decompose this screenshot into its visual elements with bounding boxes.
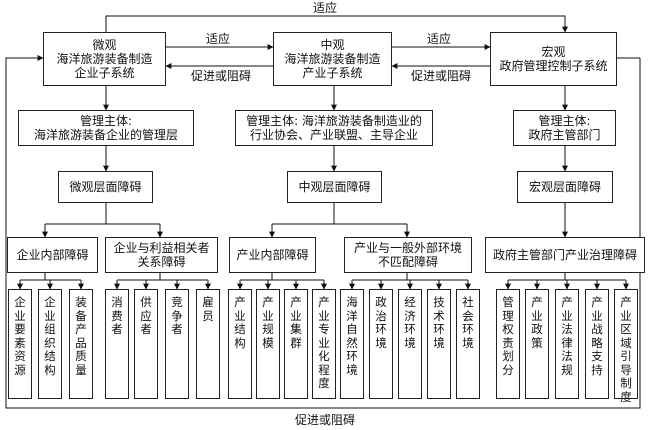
adapt-right-label: 适应 [427,32,452,46]
promote-left-label: 促进或阻碍 [191,69,252,83]
leaf-text: 产 业 法 律 法 规 [561,295,573,377]
leaf-text: 产 业 专 业 化 程 度 [318,295,330,390]
leaf-text: 海 洋 自 然 环 境 [346,295,358,377]
leaf-text: 消 费 者 [111,295,123,336]
leaf-text: 社 会 环 境 [462,295,474,350]
meso-subject-box: 管理主体: 海洋旅游装备制造业的 行业协会、产业联盟、主导企业 [235,110,433,146]
leaf-box: 装 备 产 品 质 量 [69,289,93,399]
leaf-text: 竞 争 者 [171,295,183,336]
micro-barrier-box: 微观层面障碍 [58,171,153,203]
leaf-text: 装 备 产 品 质 量 [75,295,87,377]
leaf-text: 管 理 权 责 划 分 [502,295,514,377]
leaf-text: 经 济 环 境 [404,295,416,350]
leaf-box: 产 业 法 律 法 规 [555,289,579,399]
leaf-box: 消 费 者 [105,289,129,399]
leaf-box: 产 业 集 群 [284,289,308,399]
leaf-box: 经 济 环 境 [398,289,422,399]
macro-subsystem-box: 宏观 政府管理控制子系统 [490,32,617,86]
micro-subsystem-box: 微观 海洋旅游装备制造 企业子系统 [43,32,166,86]
macro-subject-box: 管理主体: 政府主管部门 [513,110,616,146]
leaf-box: 产 业 政 策 [525,289,549,399]
leaf-box: 供 应 者 [134,289,158,399]
promote-right-label: 促进或阻碍 [411,69,472,83]
leaf-box: 竞 争 者 [165,289,189,399]
leaf-text: 企 业 要 素 资 源 [14,295,26,377]
external-env-barrier-box: 产业与一般外部环境 不匹配障碍 [344,237,472,273]
micro-subject-box: 管理主体: 海洋旅游装备企业的管理层 [18,110,194,146]
industry-internal-barrier-box: 产业内部障碍 [229,237,316,273]
leaf-box: 企 业 要 素 资 源 [8,289,32,399]
leaf-text: 产 业 战 略 支 持 [591,295,603,377]
leaf-text: 企 业 组 织 结 构 [44,295,56,377]
leaf-box: 产 业 专 业 化 程 度 [312,289,336,399]
leaf-text: 产 业 政 策 [531,295,543,350]
meso-barrier-box: 中观层面障碍 [287,171,382,203]
leaf-text: 产 业 集 群 [290,295,302,350]
bottom-promote-label: 促进或阻碍 [295,413,356,427]
leaf-box: 产 业 结 构 [228,289,252,399]
leaf-box: 社 会 环 境 [456,289,480,399]
leaf-box: 产 业 区 域 引 导 制 度 [614,289,638,403]
stakeholder-barrier-box: 企业与利益相关者 关系障碍 [105,237,218,273]
leaf-text: 产 业 区 域 引 导 制 度 [620,295,632,404]
leaf-text: 雇 员 [202,295,214,323]
leaf-box: 海 洋 自 然 环 境 [340,289,364,399]
leaf-box: 管 理 权 责 划 分 [496,289,520,399]
meso-subsystem-box: 中观 海洋旅游装备制造 产业子系统 [273,32,392,86]
enterprise-internal-barrier-box: 企业内部障碍 [7,237,98,273]
leaf-box: 政 治 环 境 [369,289,393,399]
leaf-box: 雇 员 [196,289,220,399]
leaf-text: 技 术 环 境 [433,295,445,350]
macro-barrier-box: 宏观层面障碍 [517,171,613,203]
leaf-box: 产 业 规 模 [256,289,280,399]
leaf-box: 技 术 环 境 [427,289,451,399]
gov-governance-barrier-box: 政府主管部门产业治理障碍 [485,237,645,273]
outer-adapt-label: 适应 [313,1,338,15]
leaf-text: 产 业 结 构 [234,295,246,350]
leaf-box: 企 业 组 织 结 构 [38,289,62,399]
leaf-text: 政 治 环 境 [375,295,387,350]
adapt-left-label: 适应 [206,32,231,46]
leaf-text: 产 业 规 模 [262,295,274,350]
leaf-text: 供 应 者 [140,295,152,336]
leaf-box: 产 业 战 略 支 持 [585,289,609,399]
